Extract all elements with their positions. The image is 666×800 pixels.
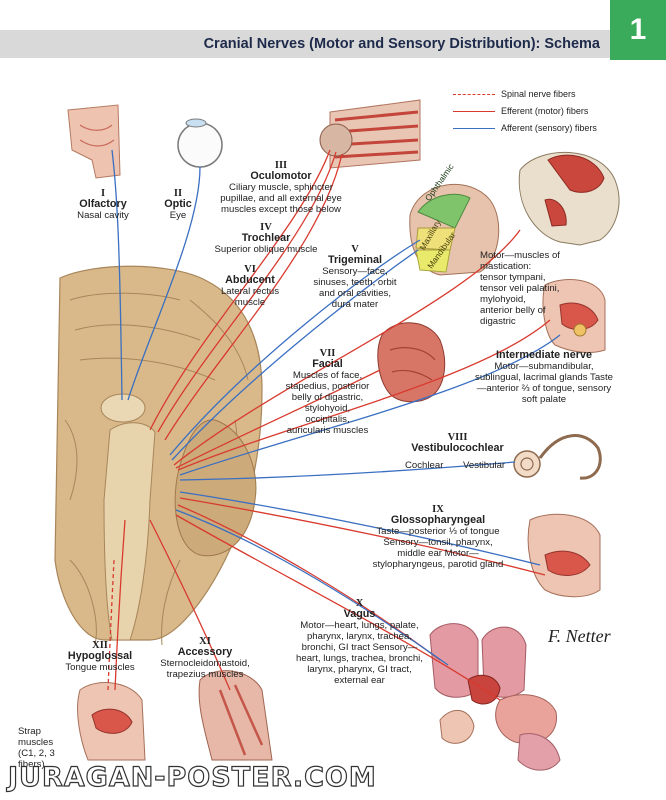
nerve-number: VII [319,348,336,359]
legend-label: Spinal nerve fibers [501,89,576,99]
nerve-number: II [173,188,183,199]
cochlear-label: Cochlear [405,460,444,471]
nerve-description: Sensory—face, sinuses, teeth, orbit and … [313,266,397,310]
nasal-cavity-illustration [67,104,121,179]
trigeminal-face-illustration [409,184,500,276]
vagus-organs-illustration [429,623,561,771]
artist-signature: F. Netter [548,626,611,646]
nerve-label-vestibulocochlear: VIII Vestibulocochlear [400,432,515,454]
nerve-number: III [274,160,288,171]
inner-ear-illustration [513,434,602,480]
nerve-fibers [107,149,561,701]
nerve-name: Trochlear [241,232,291,244]
dashed-red-line-icon [453,94,495,95]
nerve-label-optic: II Optic Eye [158,188,198,221]
nerve-name: Trigeminal [327,254,382,266]
nerve-number: I [100,188,106,199]
nerve-name: Abducent [225,274,275,286]
nerve-number: IV [260,222,272,233]
glossopharyngeal-head-illustration [527,513,601,598]
nerve-description: Eye [169,210,187,221]
nerve-name: Accessory [177,646,233,658]
orbit-muscles-illustration [319,99,421,169]
nerve-description: Nasal cavity [77,210,129,221]
vestibular-label: Vestibular [463,460,506,471]
nerve-description: Ciliary muscle, sphincter pupillae, and … [220,182,342,215]
nerve-label-trochlear: IV Trochlear Superior oblique muscle [206,222,326,255]
nerve-description: Taste—posterior ⅓ of tongue Sensory—tons… [372,526,504,570]
page-title: Cranial Nerves (Motor and Sensory Distri… [203,36,600,52]
nerve-name: Olfactory [79,198,127,210]
nerve-description: Muscles of face, stapedius, posterior be… [285,370,370,436]
illustration [54,99,620,771]
intermediate-nerve-description: Motor—submandibular, sublingual, lacrima… [475,361,613,405]
nerve-name: Vestibulocochlear [411,442,504,454]
nerve-number: VIII [447,432,468,443]
nerve-number: VI [244,264,256,275]
nerve-number: XII [92,640,108,651]
intermediate-nerve-label: Intermediate nerve Motor—submandibular, … [474,349,614,406]
nerve-number: X [355,598,364,609]
nerve-name: Glossopharyngeal [390,514,486,526]
legend-label: Afferent (sensory) fibers [501,123,597,133]
nerve-number: V [351,244,359,255]
nerve-label-hypoglossal: XII Hypoglossal Tongue muscles [60,640,140,673]
nerve-name: Optic [164,198,192,210]
legend-item-spinal: Spinal nerve fibers [453,86,597,103]
intermediate-nerve-title: Intermediate nerve [495,349,592,361]
chapter-number-badge: 1 [610,0,666,60]
nerve-label-oculomotor: III Oculomotor Ciliary muscle, sphincter… [216,160,346,215]
skull-mastication-illustration [518,151,620,246]
legend: Spinal nerve fibers Efferent (motor) fib… [453,86,597,137]
nerve-label-trigeminal: V Trigeminal Sensory—face, sinuses, teet… [310,244,400,310]
intermediate-head-illustration [542,279,606,353]
nerve-label-olfactory: I Olfactory Nasal cavity [68,188,138,221]
legend-item-efferent: Efferent (motor) fibers [453,103,597,120]
blue-line-icon [453,128,495,129]
nerve-name: Facial [312,358,343,370]
nerve-description: Sternocleidomastoid, trapezius muscles [160,658,250,680]
header: Cranial Nerves (Motor and Sensory Distri… [0,0,666,60]
strap-muscles-label: Strap muscles (C1, 2, 3 fibers) [18,726,55,770]
nerve-number: IX [432,504,444,515]
watermark: JURAGAN-POSTER.COM [7,761,377,793]
nerve-label-vagus: X Vagus Motor—heart, lungs, palate, phar… [292,598,427,686]
red-line-icon [453,111,495,112]
nerve-name: Oculomotor [250,170,312,182]
nerve-number: XI [199,636,211,647]
eye-illustration [177,118,223,168]
header-bar [0,30,610,58]
legend-label: Efferent (motor) fibers [501,106,589,116]
facial-muscles-illustration [377,322,446,403]
nerve-label-glossopharyngeal: IX Glossopharyngeal Taste—posterior ⅓ of… [368,504,508,570]
nerve-label-accessory: XI Accessory Sternocleidomastoid, trapez… [150,636,260,680]
nerve-description: Motor—heart, lungs, palate, pharynx, lar… [296,620,423,686]
nerve-name: Hypoglossal [67,650,133,662]
legend-item-afferent: Afferent (sensory) fibers [453,120,597,137]
nerve-description: Lateral rectus muscle [220,286,280,308]
neck-muscles-illustration [198,670,273,761]
mastication-annotation: Motor—muscles of mastication: tensor tym… [480,250,560,327]
tongue-illustration [77,682,146,761]
nerve-label-abducent: VI Abducent Lateral rectus muscle [210,264,290,308]
nerve-description: Superior oblique muscle [214,244,318,255]
nerve-name: Vagus [343,608,376,620]
brain-illustration [54,265,263,646]
nerve-description: Tongue muscles [65,662,135,673]
nerve-label-facial: VII Facial Muscles of face, stapedius, p… [285,348,370,436]
